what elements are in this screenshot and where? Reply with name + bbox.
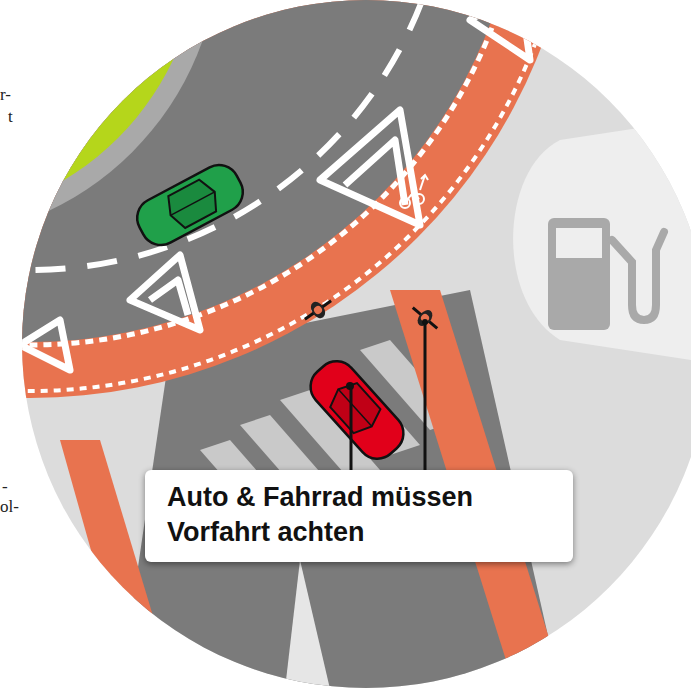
chevron-marking: [20, 0, 530, 370]
leader-line: [350, 388, 353, 472]
fuel-pump-icon: [548, 218, 664, 330]
leader-line: [424, 322, 427, 472]
callout-text: Auto & Fahrrad müssen Vorfahrt achten: [167, 480, 555, 550]
cycle-ring-edge: [0, 0, 571, 391]
red-car: [302, 353, 411, 467]
bike-symbol: [400, 175, 428, 208]
cyclist: [300, 293, 337, 326]
traffic-island: [285, 560, 330, 689]
text-fragment: r-: [0, 86, 11, 103]
text-fragment: t: [8, 108, 13, 125]
lane-line: [0, 0, 450, 270]
station-area: [513, 120, 691, 360]
road-edge: [0, 0, 525, 345]
callout-box: Auto & Fahrrad müssen Vorfahrt achten: [145, 470, 573, 562]
text-fragment: ol-: [0, 498, 19, 515]
text-fragment: -: [2, 478, 8, 495]
roundabout-road: [0, 0, 522, 342]
island-grass: [0, 0, 200, 220]
cycle-ring: [0, 0, 578, 398]
green-car: [130, 158, 250, 252]
